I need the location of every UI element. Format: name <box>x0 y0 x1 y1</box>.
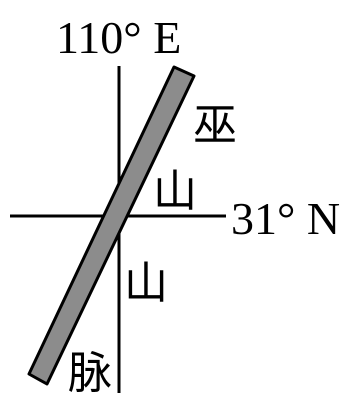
mountain-name-char-1: 巫 <box>193 100 237 151</box>
wushan-mountain-range <box>27 65 196 386</box>
mountain-name-char-4: 脉 <box>68 348 112 393</box>
mountain-name-char-3: 山 <box>124 258 168 309</box>
mountain-name-char-2: 山 <box>153 166 197 217</box>
latitude-label: 31° N <box>231 193 340 244</box>
longitude-label: 110° E <box>56 12 181 63</box>
